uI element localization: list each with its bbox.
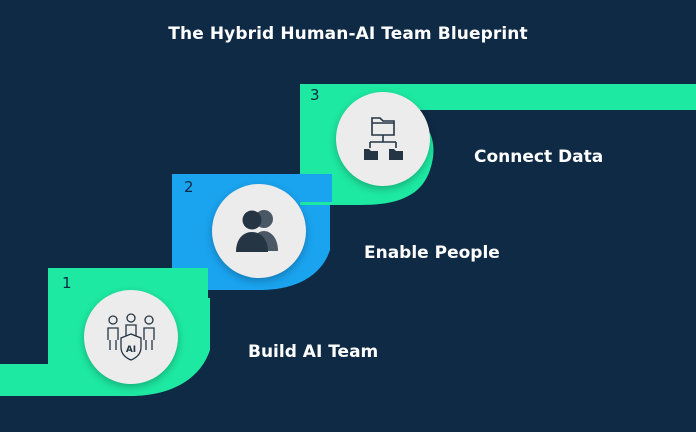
step-1-label: Build AI Team [248, 342, 379, 362]
folder-network-icon [364, 117, 403, 160]
step-3-label: Connect Data [474, 147, 604, 167]
ai-team-icon: AI [107, 313, 155, 361]
diagram-title: The Hybrid Human-AI Team Blueprint [168, 24, 528, 44]
svg-text:AI: AI [126, 345, 136, 355]
step-3-circle [336, 92, 430, 186]
step-2-circle [212, 184, 306, 278]
people-icon [236, 210, 278, 252]
step-2-number: 2 [184, 178, 194, 196]
step-1-circle: AI [84, 290, 178, 384]
step-2-label: Enable People [364, 243, 500, 263]
step-3-number: 3 [310, 86, 320, 104]
step-1-number: 1 [62, 274, 72, 292]
